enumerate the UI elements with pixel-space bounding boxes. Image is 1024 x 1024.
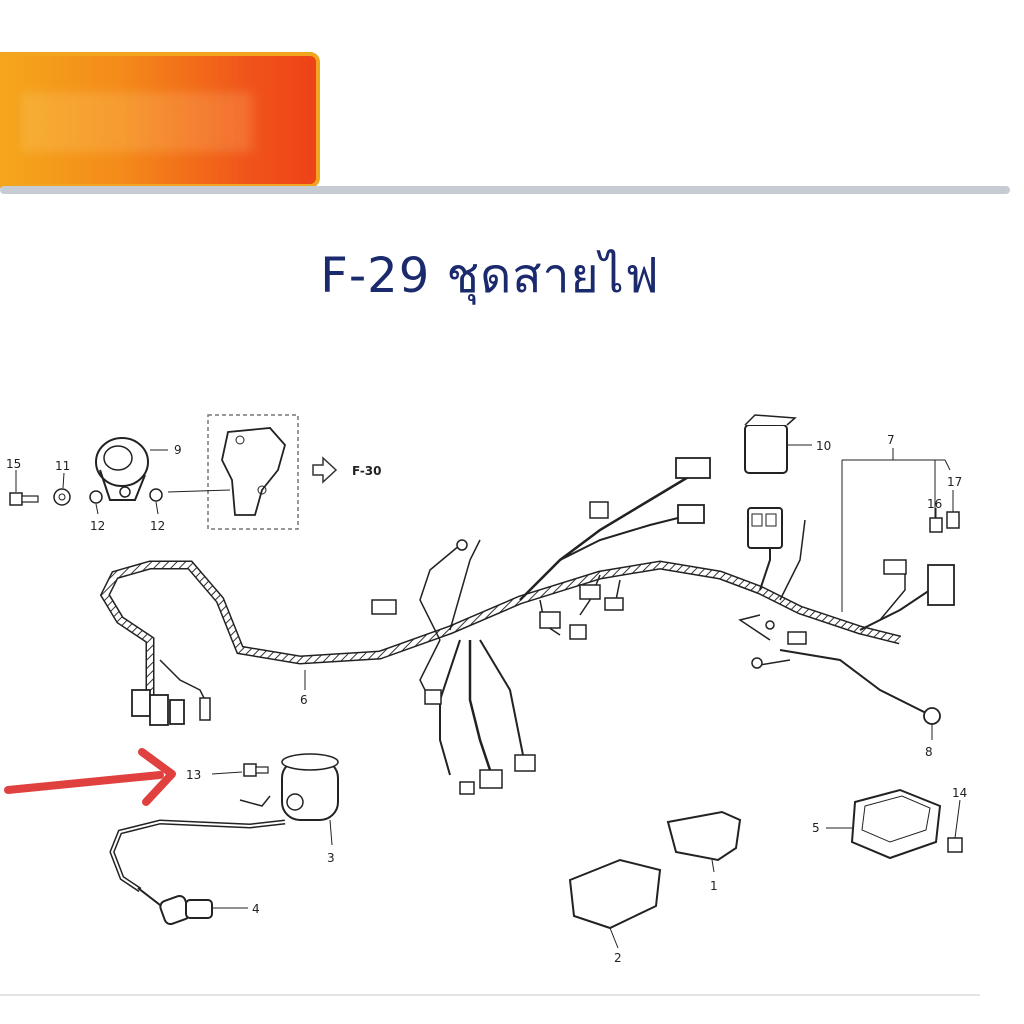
ref-f30-label: F-30 [352, 464, 382, 478]
part-4-spark-plug-cap [137, 887, 248, 926]
part-8-ground-terminal [923, 707, 941, 740]
part-3-ignition-coil [109, 753, 339, 893]
orange-banner [0, 52, 320, 188]
callout-14: 14 [952, 786, 967, 800]
bracket-dashed-box [167, 414, 299, 530]
part-12-washer-b [149, 488, 163, 515]
part-1-control-unit [666, 810, 742, 873]
callout-1: 1 [710, 879, 718, 893]
part-11-collar [53, 472, 71, 506]
part-12-washer-a [89, 490, 103, 515]
page-title: F-29 ชุดสายไฟ [320, 248, 660, 304]
part-5-regulator [826, 788, 942, 860]
callout-12a: 12 [90, 519, 105, 533]
header-divider [0, 186, 1010, 194]
callout-15: 15 [6, 457, 21, 471]
part-9-horn [95, 437, 168, 501]
callout-17: 17 [947, 475, 962, 489]
part-2-unit [568, 858, 662, 949]
part-15-bolt [9, 470, 39, 506]
callout-8: 8 [925, 745, 933, 759]
callout-12b: 12 [150, 519, 165, 533]
callout-11: 11 [55, 459, 70, 473]
part-10-relay [744, 414, 812, 474]
callout-4: 4 [252, 902, 260, 916]
callout-5: 5 [812, 821, 820, 835]
panel-bottom-border [0, 994, 980, 996]
callout-10: 10 [816, 439, 831, 453]
part-17-fuse [946, 490, 960, 529]
callout-2: 2 [614, 951, 622, 965]
callout-7-leader [841, 448, 951, 612]
banner-blurred-text [24, 92, 254, 152]
callout-16: 16 [927, 497, 942, 511]
callout-6: 6 [300, 693, 308, 707]
callout-7: 7 [887, 433, 895, 447]
part-7-connector-block [747, 507, 783, 549]
callout-3: 3 [327, 851, 335, 865]
highlight-arrow-icon [4, 748, 176, 806]
part-16-fuse [929, 508, 943, 533]
callout-13: 13 [186, 768, 201, 782]
part-13-bolt [211, 763, 269, 777]
f30-ref-arrow-icon [312, 456, 338, 484]
part-6-main-harness [99, 457, 955, 795]
part-14-bolt [947, 799, 963, 853]
callout-9: 9 [174, 443, 182, 457]
